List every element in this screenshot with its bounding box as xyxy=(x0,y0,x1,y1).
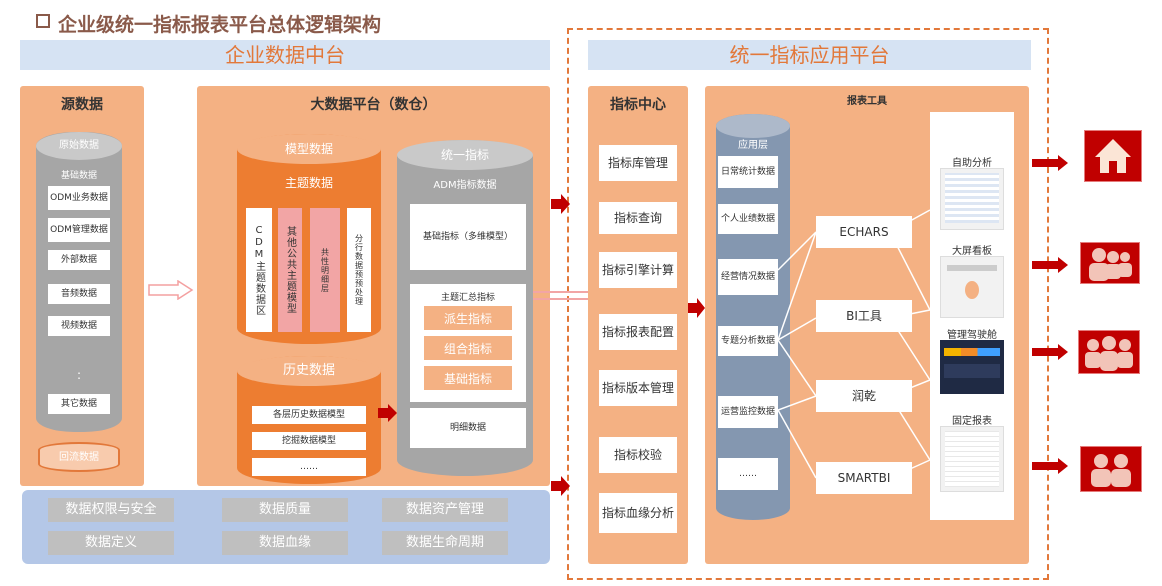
hollow-arrow-icon xyxy=(148,280,194,300)
self-analysis-label: 自助分析 xyxy=(952,158,992,169)
source-item: ODM业务数据 xyxy=(48,186,110,210)
home-icon xyxy=(1084,130,1142,182)
metric-center-header: 指标中心 xyxy=(610,97,666,113)
right-arrow-icon xyxy=(1058,344,1068,360)
raw-data-cylinder xyxy=(36,132,122,432)
basic-metric: 基础指标 xyxy=(424,366,512,390)
app-item: 个人业绩数据 xyxy=(718,204,778,234)
governance-item[interactable]: 数据权限与安全 xyxy=(48,498,174,522)
ellipsis-dots: : xyxy=(76,368,82,382)
app-layer-label: 应用层 xyxy=(738,140,768,151)
app-item: 经营情况数据 xyxy=(718,259,778,295)
right-arrow-icon xyxy=(1058,257,1068,273)
base-metric-box: 基础指标（多维模型） xyxy=(410,204,526,270)
connector-line xyxy=(533,298,589,300)
summary-metric-title: 主题汇总指标 xyxy=(440,293,495,303)
metric-library-button[interactable]: 指标库管理 xyxy=(599,145,677,181)
source-item: 外部数据 xyxy=(48,250,110,270)
governance-item[interactable]: 数据生命周期 xyxy=(382,531,508,555)
source-item-other: 其它数据 xyxy=(48,394,110,414)
common-detail-layer: 共性明细层 xyxy=(310,208,340,332)
page-title: 企业级统一指标报表平台总体逻辑架构 xyxy=(58,14,382,36)
tool-bi[interactable]: BI工具 xyxy=(816,300,912,332)
right-arrow-icon xyxy=(688,298,705,318)
governance-item[interactable]: 数据血缘 xyxy=(222,531,348,555)
governance-item[interactable]: 数据资产管理 xyxy=(382,498,508,522)
source-data-header: 源数据 xyxy=(61,97,103,113)
right-arrow-icon xyxy=(1058,458,1068,474)
arrow-shaft xyxy=(1032,462,1058,470)
unified-metric-top: 统一指标 xyxy=(397,140,533,170)
history-item: 各层历史数据模型 xyxy=(252,406,366,424)
fixed-report-label: 固定报表 xyxy=(952,416,992,427)
report-tools-header: 报表工具 xyxy=(847,96,887,107)
app-item: …… xyxy=(718,458,778,490)
source-item: 视频数据 xyxy=(48,316,110,336)
adm-metric-label: ADM指标数据 xyxy=(433,180,497,191)
metric-report-config-button[interactable]: 指标报表配置 xyxy=(599,314,677,350)
metric-validation-button[interactable]: 指标校验 xyxy=(599,437,677,473)
arrow-shaft xyxy=(1032,159,1058,167)
metric-lineage-button[interactable]: 指标血缘分析 xyxy=(599,493,677,533)
reflux-data-cylinder: 回流数据 xyxy=(38,442,120,472)
app-item: 专题分析数据 xyxy=(718,326,778,356)
tool-smartbi[interactable]: SMARTBI xyxy=(816,462,912,494)
arrow-shaft xyxy=(1032,348,1058,356)
source-item: ODM管理数据 xyxy=(48,218,110,242)
title-square-icon xyxy=(36,14,50,28)
cdm-subject-area: CDM主题数据区 xyxy=(246,208,272,332)
common-subject-model: 其他公共主题模型 xyxy=(278,208,302,332)
unified-platform-frame xyxy=(567,28,1049,580)
band-data-middle-platform: 企业数据中台 xyxy=(20,40,550,70)
connector-line xyxy=(533,291,589,293)
history-data-top: 历史数据 xyxy=(237,356,381,386)
governance-item[interactable]: 数据定义 xyxy=(48,531,174,555)
tool-echarts[interactable]: ECHARS xyxy=(816,216,912,248)
history-item: …… xyxy=(252,458,366,476)
preprocess-area: 分行数据预预处理 xyxy=(347,208,371,332)
users-group-icon xyxy=(1078,330,1140,374)
right-arrow-icon xyxy=(551,476,570,496)
self-analysis-thumbnail xyxy=(940,168,1004,230)
arrow-shaft xyxy=(1032,261,1058,269)
band-unified-metric-platform: 统一指标应用平台 xyxy=(588,40,1031,70)
fixed-report-thumbnail xyxy=(940,426,1004,492)
history-item: 挖掘数据模型 xyxy=(252,432,366,450)
detail-data-box: 明细数据 xyxy=(410,408,526,448)
cockpit-label: 管理驾驶舱 xyxy=(947,330,997,341)
raw-data-cylinder-top: 原始数据 xyxy=(36,132,122,160)
metric-engine-button[interactable]: 指标引擎计算 xyxy=(599,252,677,288)
big-data-header: 大数据平台（数仓） xyxy=(310,97,437,113)
tool-runqian[interactable]: 润乾 xyxy=(816,380,912,412)
subject-data-label: 主题数据 xyxy=(284,176,333,190)
model-data-top: 模型数据 xyxy=(237,134,381,164)
right-arrow-icon xyxy=(551,194,570,214)
derived-metric: 派生指标 xyxy=(424,306,512,330)
composite-metric: 组合指标 xyxy=(424,336,512,360)
right-arrow-icon xyxy=(1058,155,1068,171)
users-group-icon xyxy=(1080,242,1140,284)
big-screen-label: 大屏看板 xyxy=(952,246,992,257)
big-screen-thumbnail xyxy=(940,256,1004,318)
app-layer-cylinder-top xyxy=(716,114,790,138)
base-data-label: 基础数据 xyxy=(60,171,97,181)
governance-item[interactable]: 数据质量 xyxy=(222,498,348,522)
app-item: 日常统计数据 xyxy=(718,156,778,188)
cockpit-thumbnail xyxy=(940,340,1004,394)
metric-version-button[interactable]: 指标版本管理 xyxy=(599,370,677,406)
metric-query-button[interactable]: 指标查询 xyxy=(599,202,677,234)
users-pair-icon xyxy=(1080,446,1142,492)
right-arrow-icon xyxy=(378,404,397,422)
source-item: 音频数据 xyxy=(48,284,110,304)
app-item: 运营监控数据 xyxy=(718,396,778,428)
